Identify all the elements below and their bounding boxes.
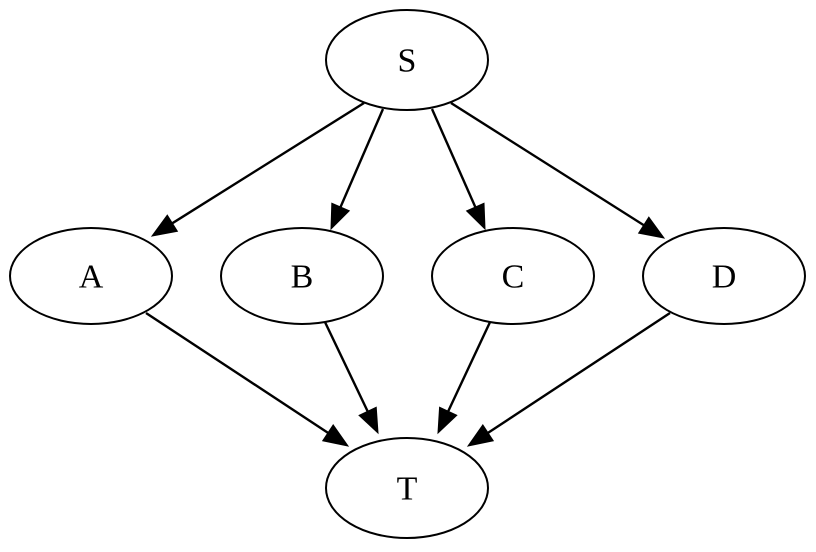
edge-d-to-t: [466, 311, 671, 447]
edge-c-to-t: [437, 319, 493, 435]
edge-line: [482, 311, 671, 438]
node-label: C: [502, 259, 525, 296]
edge-line: [166, 101, 365, 228]
node-ellipse[interactable]: [642, 227, 806, 325]
graph-node-b[interactable]: B: [220, 227, 384, 325]
nodes-layer: S A B C D T: [9, 9, 806, 539]
node-ellipse[interactable]: [9, 227, 173, 325]
node-ellipse[interactable]: [220, 227, 384, 325]
arrowhead-icon: [437, 406, 458, 435]
edge-a-to-t: [145, 311, 350, 447]
arrowhead-icon: [358, 406, 379, 435]
graph-node-t[interactable]: T: [325, 437, 489, 539]
edge-line: [430, 108, 479, 214]
node-label: A: [79, 259, 104, 296]
graph-node-c[interactable]: C: [431, 227, 595, 325]
node-ellipse[interactable]: [325, 437, 489, 539]
edge-line: [450, 101, 650, 230]
edges-layer: [145, 101, 671, 447]
edge-line: [337, 108, 385, 213]
arrowhead-icon: [637, 216, 666, 239]
edge-s-to-b: [330, 108, 385, 231]
node-label: D: [712, 259, 737, 296]
arrowhead-icon: [465, 202, 486, 231]
edge-line: [322, 319, 372, 418]
graph-node-a[interactable]: A: [9, 227, 173, 325]
arrowhead-icon: [330, 202, 351, 231]
node-label: S: [398, 43, 417, 80]
node-ellipse[interactable]: [431, 227, 595, 325]
arrowhead-icon: [150, 214, 179, 237]
edge-s-to-a: [150, 101, 365, 237]
node-label: T: [397, 471, 418, 508]
edge-s-to-c: [430, 108, 486, 231]
graph-node-d[interactable]: D: [642, 227, 806, 325]
node-label: B: [291, 259, 314, 296]
arrowhead-icon: [321, 423, 350, 447]
edge-s-to-d: [450, 101, 666, 239]
edge-line: [444, 319, 493, 418]
edge-line: [145, 311, 334, 438]
graph-node-s[interactable]: S: [325, 9, 489, 111]
node-ellipse[interactable]: [325, 9, 489, 111]
edge-b-to-t: [322, 319, 379, 435]
arrowhead-icon: [466, 423, 495, 447]
